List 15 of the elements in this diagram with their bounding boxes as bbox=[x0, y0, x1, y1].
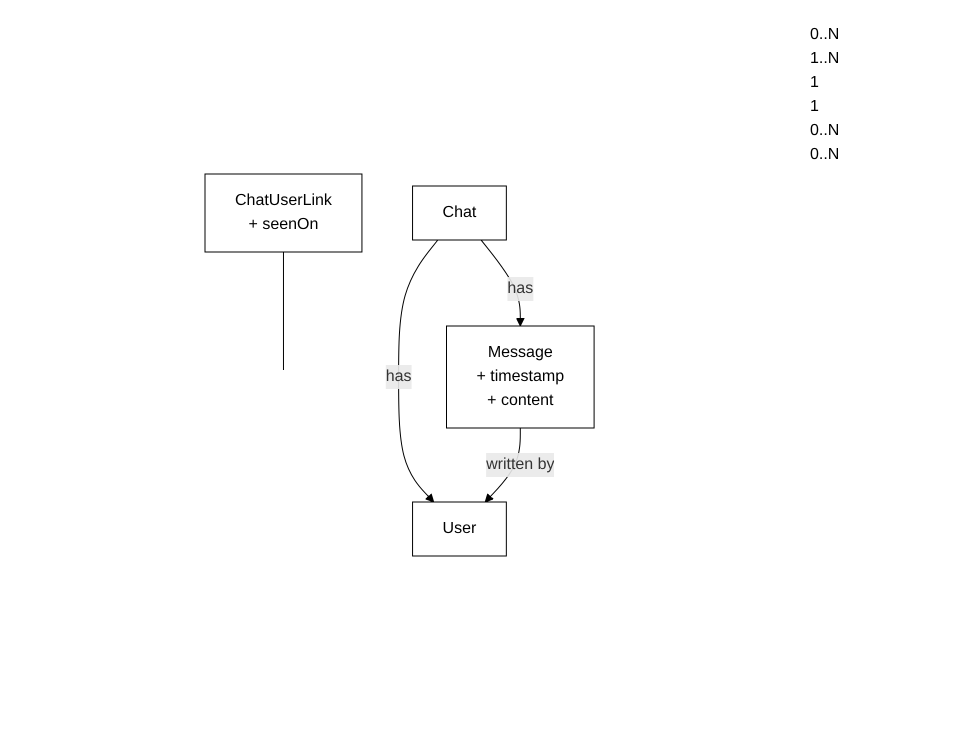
edge-label: has bbox=[386, 368, 412, 384]
multiplicity-label: 1 bbox=[810, 74, 820, 92]
multiplicity-label: 1..N bbox=[810, 50, 840, 68]
node-box: User bbox=[412, 501, 508, 556]
node-box: Message + timestamp + content bbox=[446, 325, 596, 428]
edge-label: has bbox=[508, 280, 534, 296]
edge-label: written by bbox=[486, 456, 555, 472]
arrow bbox=[398, 239, 439, 502]
multiplicity-label: 0..N bbox=[810, 26, 840, 44]
multiplicity-label: 0..N bbox=[810, 122, 840, 140]
multiplicity-label: 0..N bbox=[810, 146, 840, 164]
node-box: Chat bbox=[412, 185, 508, 240]
node-box: ChatUserLink + seenOn bbox=[204, 173, 363, 252]
multiplicity-label: 1 bbox=[810, 98, 820, 116]
connector bbox=[283, 251, 284, 370]
